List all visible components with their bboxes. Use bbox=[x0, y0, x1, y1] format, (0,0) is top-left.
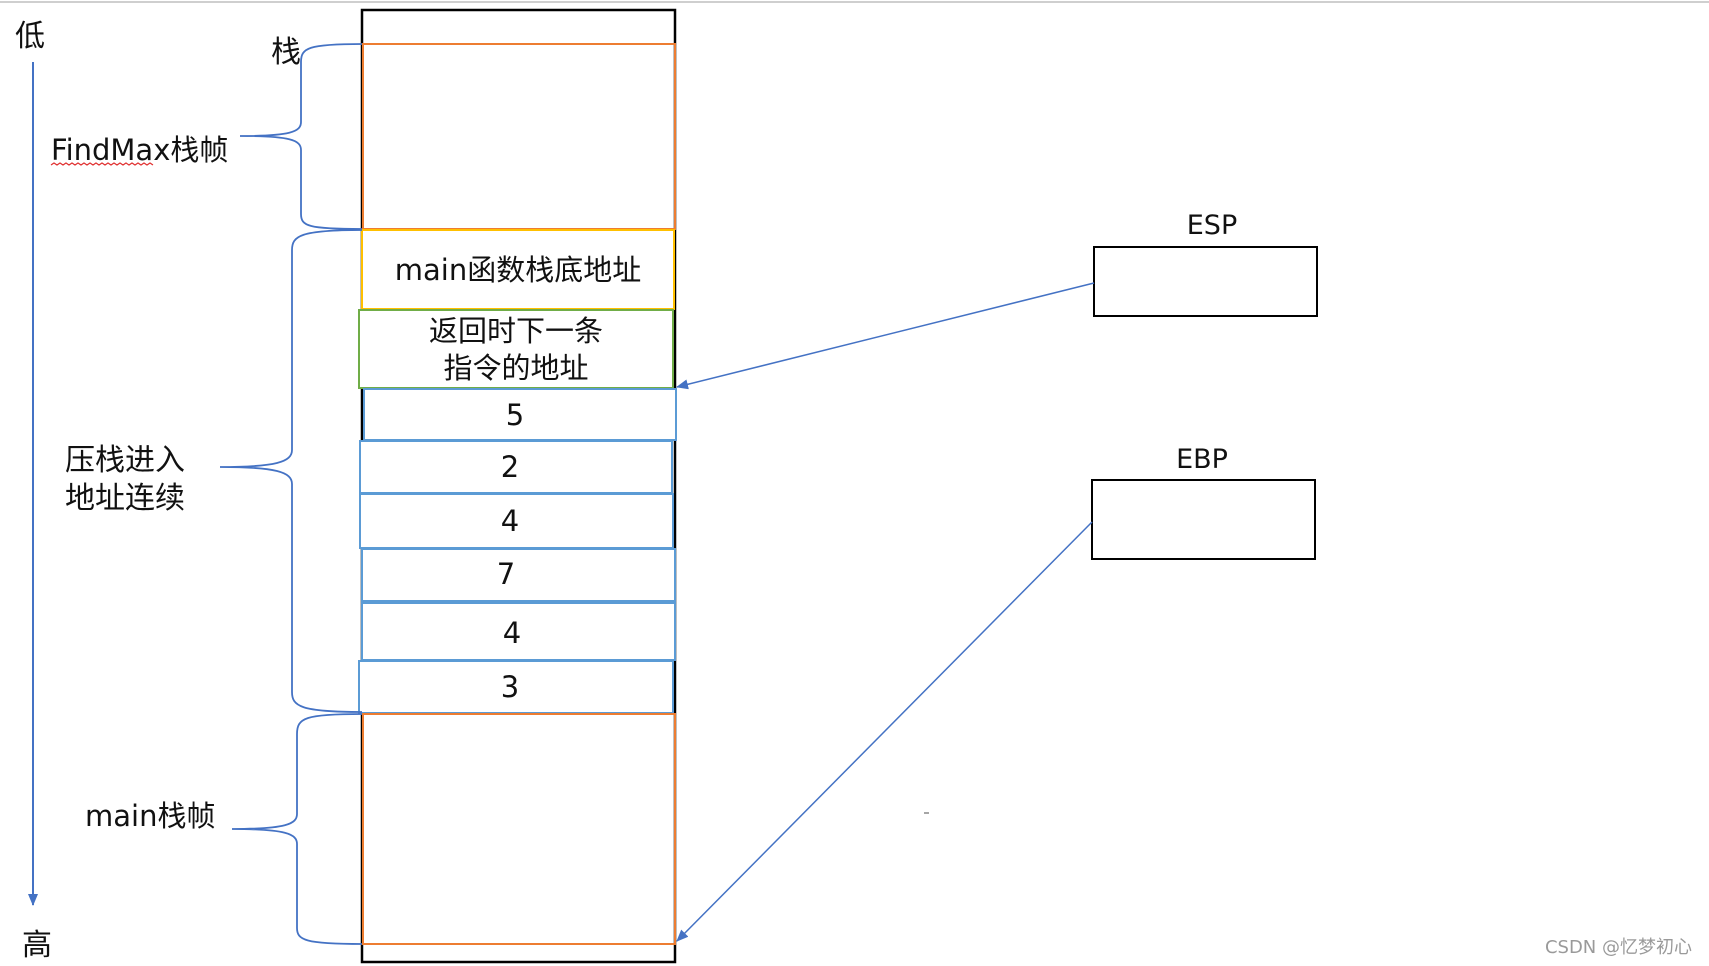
value-cell bbox=[361, 548, 676, 602]
value-cell-text: 7 bbox=[497, 557, 515, 591]
esp-arrow bbox=[676, 282, 1095, 390]
main-frame-label: main栈帧 bbox=[85, 799, 215, 833]
ebp-arrow bbox=[676, 521, 1093, 942]
ebp-box bbox=[1091, 479, 1316, 560]
spellcheck-underline bbox=[50, 162, 154, 166]
value-cell bbox=[363, 388, 677, 441]
esp-box bbox=[1093, 246, 1318, 317]
return-addr-cell bbox=[358, 309, 674, 389]
value-cell bbox=[361, 602, 676, 661]
stack-label: 栈 bbox=[271, 35, 301, 70]
pushed-label-line1: 压栈进入 bbox=[65, 443, 185, 478]
value-cell-text: 4 bbox=[501, 504, 519, 538]
findmax-frame bbox=[362, 43, 676, 230]
main-brace bbox=[231, 713, 363, 945]
esp-label: ESP bbox=[1187, 210, 1237, 241]
return-addr-text-line1: 返回时下一条 bbox=[429, 314, 603, 348]
main-base-cell bbox=[361, 229, 675, 310]
pushed-brace bbox=[219, 229, 363, 713]
value-cell-text: 3 bbox=[501, 670, 519, 704]
main-base-text: main函数栈底地址 bbox=[395, 253, 641, 287]
return-addr-text-line2: 指令的地址 bbox=[443, 351, 588, 385]
value-cell-text: 5 bbox=[506, 398, 524, 432]
value-cell-text: 4 bbox=[503, 616, 521, 650]
axis-low-label: 低 bbox=[15, 19, 45, 54]
value-cell bbox=[359, 440, 673, 494]
watermark: CSDN @忆梦初心 bbox=[1545, 937, 1692, 958]
value-cell-text: 2 bbox=[501, 450, 519, 484]
main-frame bbox=[362, 713, 676, 945]
axis-high-label: 高 bbox=[22, 928, 52, 963]
pushed-label-line2: 地址连续 bbox=[65, 481, 185, 516]
findmax-brace bbox=[239, 43, 363, 230]
ebp-label: EBP bbox=[1176, 444, 1228, 475]
findmax-frame-label: FindMax栈帧 bbox=[51, 133, 228, 167]
